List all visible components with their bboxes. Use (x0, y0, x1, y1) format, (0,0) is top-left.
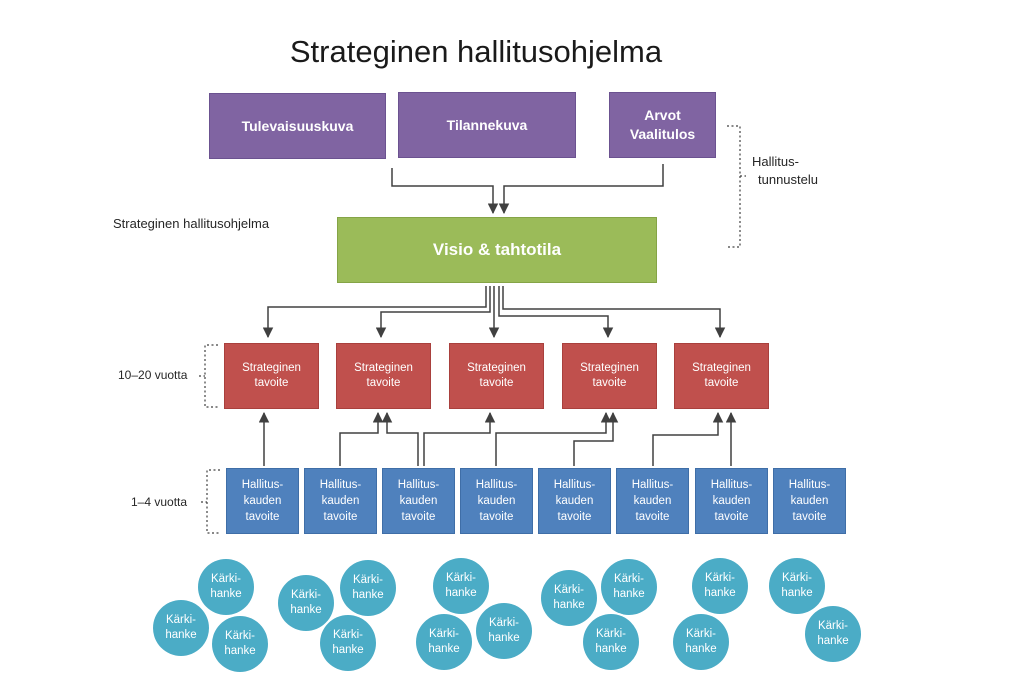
vision-label: Visio & tahtotila (432, 240, 562, 259)
tulevaisuuskuva-label: Tulevaisuuskuva (241, 117, 354, 134)
key-project: Kärki- hanke (583, 614, 639, 670)
hallitus-tunnustelu-label: Hallitus- tunnustelu (752, 153, 818, 189)
key-project: Kärki- hanke (212, 616, 268, 672)
short-term-label: 1–4 vuotta (131, 495, 188, 509)
tulevaisuuskuva-box: Tulevaisuuskuva (209, 93, 386, 159)
term-goal-4: Hallitus- kauden tavoite (460, 468, 533, 534)
bracket-short-term (206, 469, 220, 534)
arrow-term3-goal2 (381, 411, 419, 466)
term-goal-3: Hallitus- kauden tavoite (382, 468, 455, 534)
bracket-hallitus (727, 125, 741, 248)
key-project: Kärki- hanke (541, 570, 597, 626)
term-goal-1: Hallitus- kauden tavoite (226, 468, 299, 534)
key-project: Kärki- hanke (805, 606, 861, 662)
arrow-tilannekuva-vision (391, 168, 499, 215)
strategic-goal-2: Strateginen tavoite (336, 343, 431, 409)
key-project: Kärki- hanke (153, 600, 209, 656)
term-goal-5: Hallitus- kauden tavoite (538, 468, 611, 534)
key-project: Kärki- hanke (692, 558, 748, 614)
strategic-goal-1: Strateginen tavoite (224, 343, 319, 409)
key-project: Kärki- hanke (198, 559, 254, 615)
tilannekuva-label: Tilannekuva (446, 116, 528, 133)
arrow-term3-goal3 (423, 411, 496, 466)
long-term-label: 10–20 vuotta (118, 368, 188, 382)
key-project: Kärki- hanke (433, 558, 489, 614)
key-project: Kärki- hanke (769, 558, 825, 614)
arrow-term6-goal5 (652, 411, 724, 466)
term-goal-8: Hallitus- kauden tavoite (773, 468, 846, 534)
strategic-goal-5: Strateginen tavoite (674, 343, 769, 409)
bracket-long-term (204, 344, 218, 408)
vaalitulos-label: Vaalitulos (629, 126, 696, 142)
term-goal-6: Hallitus- kauden tavoite (616, 468, 689, 534)
key-project: Kärki- hanke (673, 614, 729, 670)
arrow-vision-goal2 (375, 286, 491, 339)
tilannekuva-box: Tilannekuva (398, 92, 576, 158)
arvot-label: Arvot (644, 107, 681, 123)
key-project: Kärki- hanke (340, 560, 396, 616)
hallitus-line: Hallitus- (752, 154, 799, 169)
key-project: Kärki- hanke (278, 575, 334, 631)
arrow-arvot-vision (498, 164, 664, 215)
arrow-vision-goal1 (262, 286, 487, 339)
arrow-vision-goal5 (502, 286, 726, 339)
key-project: Kärki- hanke (320, 615, 376, 671)
arrow-term4-goal4 (495, 411, 612, 466)
strategic-goal-3: Strateginen tavoite (449, 343, 544, 409)
page-title: Strateginen hallitusohjelma (289, 34, 663, 69)
key-project: Kärki- hanke (476, 603, 532, 659)
key-project: Kärki- hanke (416, 614, 472, 670)
arrow-vision-goal4 (498, 286, 614, 339)
term-goal-2: Hallitus- kauden tavoite (304, 468, 377, 534)
vision-box: Visio & tahtotila (337, 217, 657, 283)
key-project: Kärki- hanke (601, 559, 657, 615)
arrow-term2-goal2 (339, 411, 384, 466)
term-goal-7: Hallitus- kauden tavoite (695, 468, 768, 534)
arvot-vaalitulos-box: Arvot Vaalitulos (609, 92, 716, 158)
tunnustelu-line: tunnustelu (758, 172, 818, 187)
arrow-term5-goal4 (573, 411, 619, 466)
program-label: Strateginen hallitusohjelma (113, 216, 270, 231)
strategic-goal-4: Strateginen tavoite (562, 343, 657, 409)
